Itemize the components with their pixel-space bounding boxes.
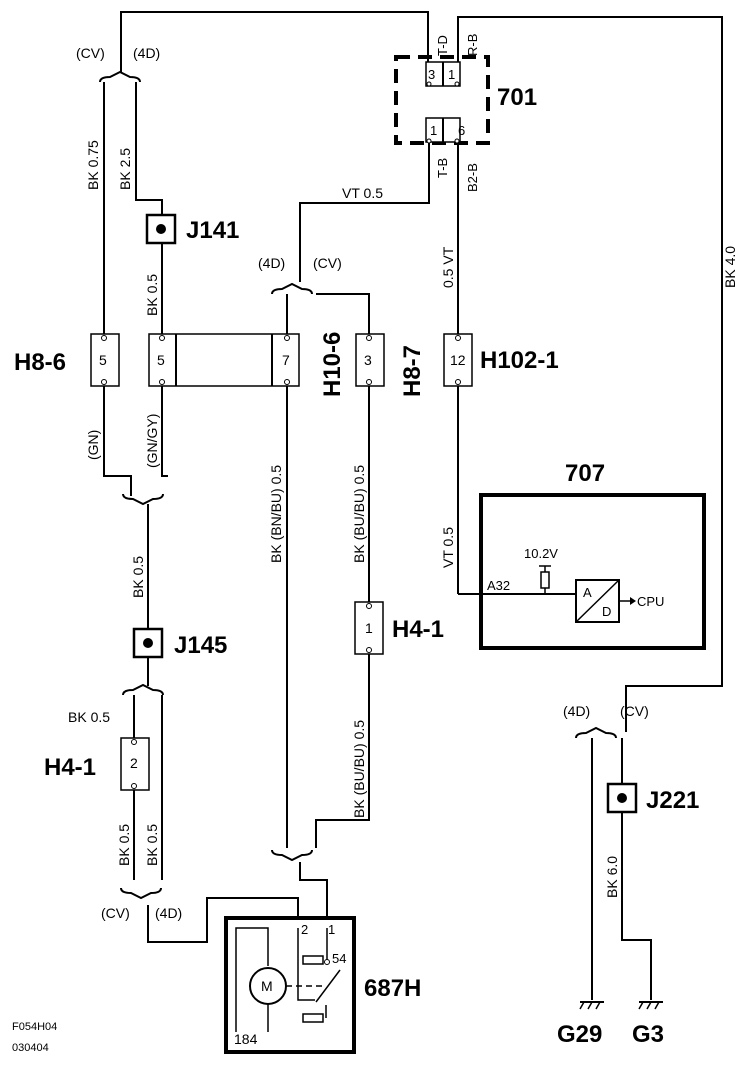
split-brace-mid (271, 282, 313, 295)
switch-icon (315, 969, 341, 1003)
motor-m: M (261, 978, 273, 994)
wire-gngy (161, 386, 168, 477)
h4-1-mid-connector (354, 601, 384, 655)
707-pin-a32: A32 (487, 578, 510, 593)
split-brace-687h (271, 849, 313, 862)
wire-label-bk05-h41: BK 0.5 (68, 709, 110, 725)
split-brace-bottom-left (120, 887, 162, 900)
wire-label-b2b: B2-B (465, 163, 480, 192)
split-brace-top (99, 70, 141, 83)
label-184: 184 (234, 1031, 258, 1047)
footer-date: 030404 (12, 1042, 49, 1054)
split-brace-j145-bottom (122, 683, 164, 696)
pin-701-3: 3 (428, 67, 435, 82)
wire-gn (103, 386, 132, 496)
wire-vt-top (299, 143, 430, 282)
687h-pin-2: 2 (301, 922, 308, 937)
module-707-box (479, 493, 706, 650)
wire-label-bk25: BK 2.5 (117, 148, 133, 190)
label-h8-6: H8-6 (14, 349, 66, 376)
label-h8-7: H8-7 (399, 345, 426, 397)
h8-6-pin-5: 5 (99, 352, 107, 368)
wire-label-bk-bubu-top: BK (BU/BU) 0.5 (351, 465, 367, 563)
687h-resistor-bottom (302, 1013, 324, 1023)
label-g29: G29 (557, 1021, 602, 1048)
label-h102-1: H102-1 (480, 347, 559, 374)
wire-label-bk-bubu-bot: BK (BU/BU) 0.5 (351, 720, 367, 818)
variant-4d-mid: (4D) (258, 255, 285, 271)
label-j221: J221 (646, 787, 699, 814)
bar-connector (148, 333, 300, 387)
h4-1-left-connector (120, 737, 150, 791)
wire-to-687h-pin2 (147, 897, 299, 943)
wire-701-pin3 (120, 11, 429, 72)
split-brace-j145-top (122, 493, 164, 506)
label-j141: J141 (186, 217, 239, 244)
h4-1-left-pin-2: 2 (130, 755, 138, 771)
label-687h: 687H (364, 975, 421, 1002)
687h-pin-1: 1 (328, 922, 335, 937)
wire-label-bk60: BK 6.0 (604, 856, 620, 898)
707-adc-d: D (602, 604, 611, 619)
pin-701-1b: 1 (430, 123, 437, 138)
wire-label-bk40: BK 4.0 (722, 246, 738, 288)
variant-cv-bot: (CV) (101, 905, 130, 921)
wire-label-bk05-right: BK 0.5 (144, 824, 160, 866)
wire-label-bk05-j141: BK 0.5 (144, 274, 160, 316)
variant-cv-top: (CV) (76, 45, 105, 61)
component-687h-box (224, 916, 356, 1054)
label-h4-1-mid: H4-1 (392, 616, 444, 643)
687h-resistor-top (302, 955, 324, 965)
bar-pin-7: 7 (282, 352, 290, 368)
wire-label-tb: T-B (435, 158, 450, 178)
label-j145: J145 (174, 632, 227, 659)
h102-1-connector (443, 333, 473, 387)
variant-4d-bot: (4D) (155, 905, 182, 921)
footer-code: F054H04 (12, 1021, 57, 1033)
variant-4d-ground: (4D) (563, 703, 590, 719)
wire-label-gn: (GN) (85, 430, 101, 460)
h10-6-connector (355, 333, 385, 387)
label-g3: G3 (632, 1021, 664, 1048)
687h-pin-54: 54 (332, 951, 346, 966)
label-707: 707 (565, 460, 605, 487)
label-701: 701 (497, 84, 537, 111)
707-resistor (540, 571, 550, 589)
707-voltage: 10.2V (524, 546, 558, 561)
h4-1-mid-pin-1: 1 (365, 620, 373, 636)
707-adc-a: A (583, 585, 592, 600)
707-arrow-icon (630, 597, 636, 605)
h102-1-pin-12: 12 (450, 352, 466, 368)
wire-label-bk-bnbu: BK (BN/BU) 0.5 (268, 465, 284, 563)
h10-6-pin-3: 3 (364, 352, 372, 368)
variant-4d-top: (4D) (133, 45, 160, 61)
variant-cv-ground: (CV) (620, 703, 649, 719)
wire-label-td: T-D (435, 35, 450, 56)
variant-cv-mid: (CV) (313, 255, 342, 271)
wire-label-vt-707: VT 0.5 (440, 527, 456, 568)
ground-g29-icon (579, 1001, 604, 1010)
component-701-box (394, 55, 490, 145)
wire-label-bk05-j145: BK 0.5 (130, 556, 146, 598)
wire-label-bk05-left: BK 0.5 (116, 824, 132, 866)
bar-pin-5: 5 (157, 352, 165, 368)
label-h4-1-left: H4-1 (44, 754, 96, 781)
wire-label-bk075: BK 0.75 (85, 140, 101, 190)
pin-701-1a: 1 (448, 67, 455, 82)
707-cpu: CPU (637, 594, 664, 609)
split-brace-ground (575, 726, 617, 739)
wire-bk60 (621, 812, 652, 1000)
wire-bk25 (135, 82, 163, 215)
wire-701-pin1-bk40 (457, 16, 723, 732)
label-h10-6: H10-6 (319, 332, 346, 397)
ground-g3-icon (638, 1001, 663, 1010)
pin-701-6: 6 (458, 123, 465, 138)
wire-label-vt-right: 0.5 VT (440, 246, 456, 288)
h8-6-connector (90, 333, 120, 387)
wire-label-rb: R-B (465, 34, 480, 56)
wire-label-gngy: (GN/GY) (144, 414, 160, 468)
wire-label-vt-top: VT 0.5 (342, 185, 383, 201)
